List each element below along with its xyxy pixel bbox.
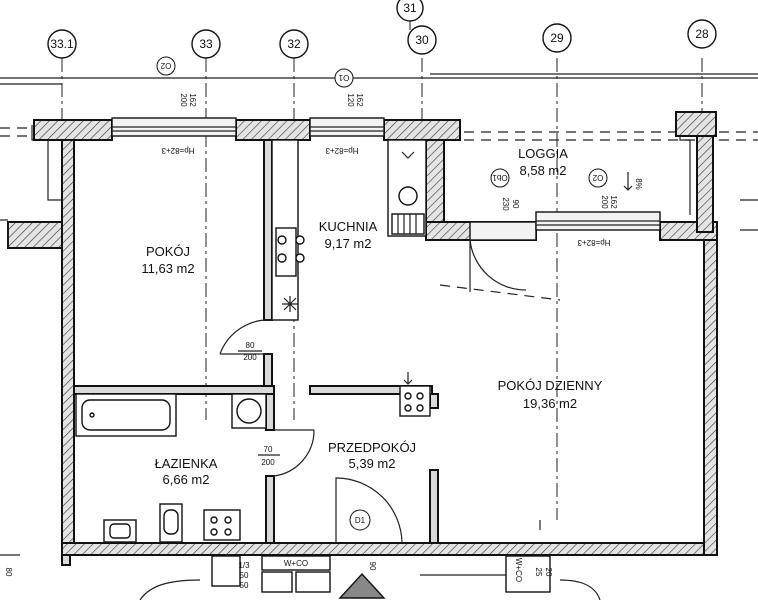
- bottom-left-details: 1/3 50 50 W+CO: [211, 555, 331, 593]
- room-loggia: LOGGIA 8,58 m2: [518, 146, 568, 178]
- svg-text:200: 200: [261, 458, 275, 467]
- svg-text:50: 50: [240, 581, 249, 590]
- svg-text:32: 32: [287, 37, 301, 51]
- svg-text:33: 33: [199, 37, 213, 51]
- svg-text:O1: O1: [338, 73, 349, 82]
- svg-text:28: 28: [695, 27, 709, 41]
- svg-text:POKÓJ DZIENNY: POKÓJ DZIENNY: [498, 378, 603, 393]
- svg-text:90: 90: [511, 200, 520, 209]
- kitchen-right-cabinet: [387, 139, 427, 237]
- washing-machine: [231, 393, 267, 429]
- sink: [103, 519, 137, 543]
- door-lazienka: 70 200: [258, 429, 315, 477]
- svg-text:PRZEDPOKÓJ: PRZEDPOKÓJ: [328, 440, 416, 455]
- svg-text:20: 20: [544, 568, 553, 577]
- axis-bubble-31: 31: [396, 0, 424, 22]
- svg-text:6,66 m2: 6,66 m2: [163, 472, 210, 487]
- svg-text:70: 70: [264, 445, 273, 454]
- svg-text:19,36 m2: 19,36 m2: [523, 396, 577, 411]
- door-d1: D1 90: [335, 477, 403, 599]
- window-o2-right: O2 200 162 Hp=82+3: [535, 168, 661, 247]
- axis-bubble-29: 29: [542, 23, 572, 53]
- svg-text:33.1: 33.1: [50, 37, 74, 51]
- svg-text:200: 200: [600, 195, 609, 209]
- axis-bubble-33: 33: [191, 29, 221, 59]
- svg-text:ŁAZIENKA: ŁAZIENKA: [155, 456, 218, 471]
- window-ob1: Ob1 230 90: [469, 168, 537, 241]
- room-lazienka: ŁAZIENKA 6,66 m2: [155, 456, 218, 487]
- room-pokoj: POKÓJ 11,63 m2: [141, 244, 194, 276]
- svg-text:50: 50: [240, 571, 249, 580]
- bath-cabinet: [203, 509, 241, 541]
- svg-text:Hp=82+3: Hp=82+3: [577, 238, 610, 247]
- svg-text:11,63 m2: 11,63 m2: [141, 261, 194, 276]
- svg-text:80: 80: [4, 568, 13, 577]
- svg-text:LOGGIA: LOGGIA: [518, 146, 568, 161]
- svg-text:D1: D1: [355, 516, 366, 525]
- svg-text:162: 162: [188, 93, 197, 107]
- svg-text:162: 162: [355, 93, 364, 107]
- svg-text:8%: 8%: [634, 178, 643, 190]
- hall-cabinet: [399, 372, 431, 417]
- axis-bubble-32: 32: [279, 29, 309, 59]
- svg-text:90: 90: [368, 562, 377, 571]
- svg-text:80: 80: [246, 341, 255, 350]
- walls: [7, 111, 718, 566]
- axis-bubble-33-1: 33.1: [47, 29, 77, 59]
- svg-text:200: 200: [179, 93, 188, 107]
- svg-text:W+CO: W+CO: [514, 558, 523, 582]
- svg-text:200: 200: [243, 353, 257, 362]
- window-o1: O1 120 162 Hp=82+3: [309, 68, 385, 155]
- svg-text:120: 120: [346, 93, 355, 107]
- room-pokoj-dzienny: POKÓJ DZIENNY 19,36 m2: [498, 378, 603, 411]
- svg-text:KUCHNIA: KUCHNIA: [319, 219, 378, 234]
- door-pokoj: 80 200: [219, 319, 273, 362]
- bottom-right-details: W+CO 25 20: [505, 555, 553, 593]
- svg-text:1/3: 1/3: [238, 561, 250, 570]
- slope-annotation: 8%: [623, 172, 643, 191]
- svg-text:O2: O2: [160, 61, 171, 70]
- svg-text:POKÓJ: POKÓJ: [146, 244, 190, 259]
- bathtub: [75, 393, 177, 437]
- axis-bubble-30: 30: [407, 25, 437, 55]
- svg-text:8,58 m2: 8,58 m2: [520, 163, 567, 178]
- axis-bubble-28: 28: [687, 19, 717, 49]
- svg-text:9,17 m2: 9,17 m2: [325, 236, 372, 251]
- svg-text:25: 25: [534, 568, 543, 577]
- svg-text:O2: O2: [592, 173, 603, 182]
- svg-text:230: 230: [501, 197, 510, 211]
- svg-text:Hp=82+3: Hp=82+3: [325, 146, 358, 155]
- svg-text:Hp=82+3: Hp=82+3: [161, 146, 194, 155]
- svg-text:5,39 m2: 5,39 m2: [349, 456, 396, 471]
- toilet: [159, 503, 183, 543]
- kitchen-counter: [271, 139, 305, 321]
- room-kuchnia: KUCHNIA 9,17 m2: [319, 219, 378, 251]
- svg-text:29: 29: [550, 31, 564, 45]
- edge-mark: 80: [4, 568, 13, 577]
- door-living-room: [469, 239, 527, 292]
- svg-text:Ob1: Ob1: [492, 173, 508, 182]
- svg-text:W+CO: W+CO: [284, 559, 308, 568]
- svg-text:30: 30: [415, 33, 429, 47]
- svg-text:31: 31: [403, 1, 417, 15]
- svg-text:162: 162: [609, 195, 618, 209]
- window-o2-left: O2 200 162 Hp=82+3: [111, 56, 237, 155]
- room-przedpokoj: PRZEDPOKÓJ 5,39 m2: [328, 440, 416, 471]
